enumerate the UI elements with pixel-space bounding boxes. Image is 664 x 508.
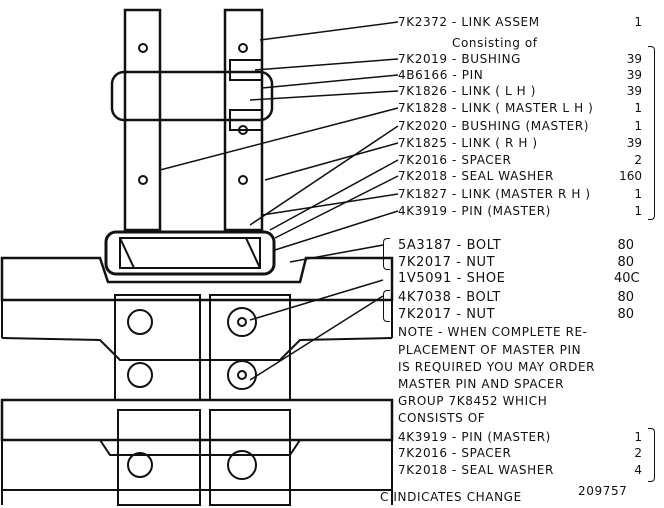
hardware-qty: 40C (614, 271, 640, 286)
part-qty: 1 (634, 101, 642, 115)
leader-lines (159, 21, 399, 381)
group-qty: 4 (634, 463, 642, 477)
parts-bracket (648, 46, 655, 220)
group-label: 4K3919 - PIN (MASTER) (398, 430, 551, 444)
track-shoe-lower (0, 398, 394, 505)
hardware-label: 7K2017 - NUT (398, 255, 496, 270)
part-qty: 39 (626, 84, 642, 98)
figure-number: 209757 (578, 484, 628, 498)
shoe-bolt-heads (127, 307, 257, 480)
hardware-bracket-upper (383, 238, 390, 270)
hardware-qty: 80 (617, 307, 634, 322)
part-qty: 1 (634, 15, 642, 29)
part-label: 7K2016 - SPACER (398, 153, 512, 167)
master-pin-assembly (104, 230, 276, 276)
consisting-of-label: Consisting of (452, 36, 538, 50)
note-line: CONSISTS OF (398, 411, 486, 425)
part-qty: 39 (626, 68, 642, 82)
group-label: 7K2016 - SPACER (398, 446, 512, 460)
part-label: 7K1828 - LINK ( MASTER L H ) (398, 101, 594, 115)
group-qty: 1 (634, 430, 642, 444)
hardware-bracket-lower (383, 290, 390, 322)
part-qty: 1 (634, 119, 642, 133)
note-line: NOTE - WHEN COMPLETE RE- (398, 325, 588, 339)
part-qty: 1 (634, 187, 642, 201)
part-qty: 1 (634, 204, 642, 218)
shoe-plate-right (209, 294, 291, 506)
note-line: IS REQUIRED YOU MAY ORDER (398, 360, 596, 374)
change-indicator-note: C INDICATES CHANGE (380, 490, 522, 504)
hardware-qty: 80 (617, 255, 634, 270)
note-line: PLACEMENT OF MASTER PIN (398, 343, 582, 357)
part-qty: 39 (626, 52, 642, 66)
part-qty: 2 (634, 153, 642, 167)
group-bracket (648, 428, 655, 482)
hardware-qty: 80 (617, 238, 634, 253)
part-label: 7K2019 - BUSHING (398, 52, 522, 66)
hardware-qty: 80 (617, 290, 634, 305)
hardware-label: 1V5091 - SHOE (398, 271, 506, 286)
part-label: 7K1826 - LINK ( L H ) (398, 84, 537, 98)
note-line: MASTER PIN AND SPACER (398, 377, 565, 391)
group-label: 7K2018 - SEAL WASHER (398, 463, 554, 477)
part-label: 4B6166 - PIN (398, 68, 484, 82)
part-qty: 160 (619, 169, 642, 183)
hardware-label: 4K7038 - BOLT (398, 290, 501, 305)
shoe-plate-left (114, 294, 201, 506)
link-plate-left (123, 8, 162, 232)
group-qty: 2 (634, 446, 642, 460)
part-label: 7K1827 - LINK (MASTER R H ) (398, 187, 591, 201)
hardware-label: 7K2017 - NUT (398, 307, 496, 322)
part-label: 7K2372 - LINK ASSEM (398, 15, 540, 29)
part-qty: 39 (626, 136, 642, 150)
part-label: 7K2020 - BUSHING (MASTER) (398, 119, 590, 133)
part-label: 7K1825 - LINK ( R H ) (398, 136, 538, 150)
part-label: 7K2018 - SEAL WASHER (398, 169, 554, 183)
hardware-label: 5A3187 - BOLT (398, 238, 502, 253)
note-line: GROUP 7K8452 WHICH (398, 394, 548, 408)
upper-pin-bushing (110, 59, 274, 131)
part-label: 4K3919 - PIN (MASTER) (398, 204, 551, 218)
